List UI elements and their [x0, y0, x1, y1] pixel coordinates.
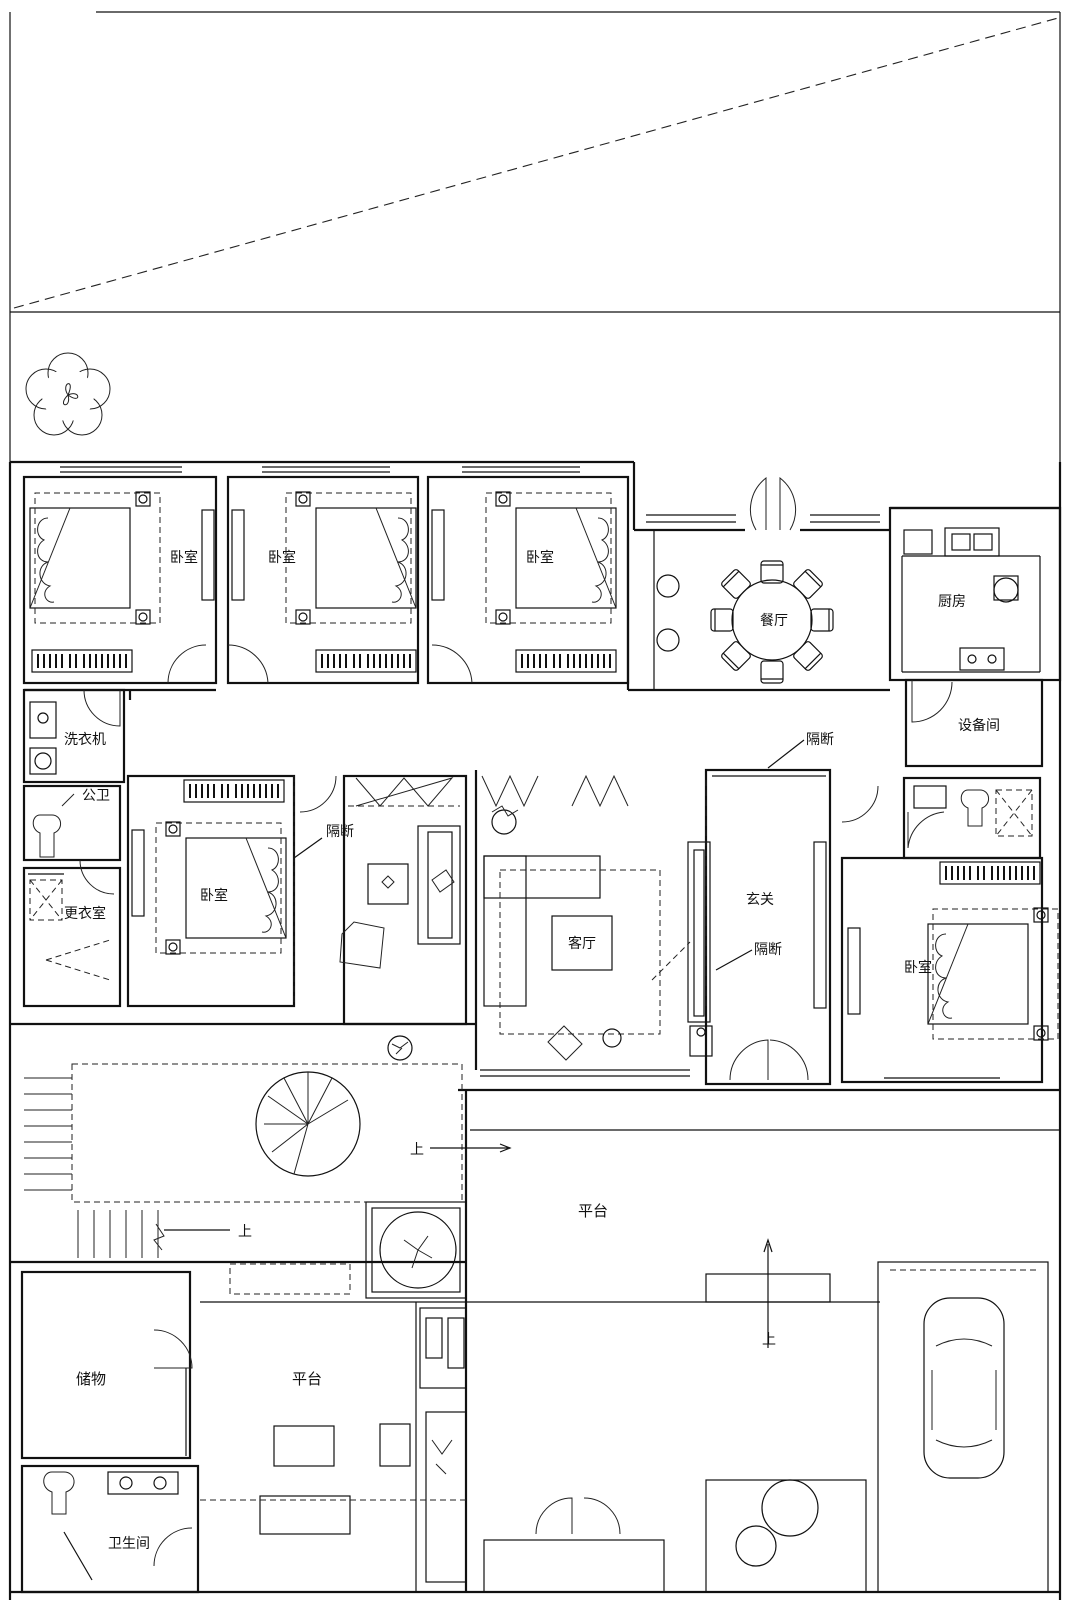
site-boundary	[9, 11, 1061, 462]
terrace-lower-label: 平台	[292, 1371, 322, 1388]
bedroom-4	[126, 774, 296, 1008]
dressing-label: 更衣室	[64, 905, 106, 921]
bedroom-2	[227, 491, 417, 684]
bedroom-3	[431, 491, 617, 684]
terrace-walls	[10, 1022, 1060, 1592]
storage-label: 储物	[76, 1371, 106, 1388]
right-bath	[902, 776, 1042, 860]
bedroom-3-label: 卧室	[526, 549, 554, 565]
washer-label: 洗衣机	[64, 731, 106, 747]
kitchen	[888, 506, 1062, 682]
study-room	[299, 774, 468, 1026]
dining-area	[653, 476, 834, 690]
windows-top	[60, 466, 880, 523]
storage-room	[20, 1270, 193, 1460]
partition-2-label: 隔断	[806, 731, 834, 747]
left-service-walls	[22, 688, 126, 1008]
equipment-label: 设备间	[958, 717, 1000, 733]
living-label: 客厅	[568, 935, 596, 951]
tree-icon	[25, 352, 111, 436]
bedroom-1	[29, 491, 215, 684]
up-2-label: 上	[410, 1141, 424, 1157]
foyer	[689, 768, 832, 1086]
terrace-lower	[200, 1302, 867, 1593]
living-room	[474, 770, 711, 1077]
bedroom-4-label: 卧室	[200, 887, 228, 903]
terrace-main	[229, 1238, 831, 1348]
bedroom-2-label: 卧室	[268, 549, 296, 565]
bedroom-5	[840, 785, 1059, 1084]
bathroom-label: 卫生间	[108, 1535, 150, 1551]
bedroom-row-walls	[22, 475, 890, 700]
up-3-label: 上	[762, 1331, 776, 1347]
dining-label: 餐厅	[760, 612, 788, 628]
kitchen-label: 厨房	[938, 593, 966, 609]
public-wc-label: 公卫	[82, 787, 110, 803]
planter	[365, 1201, 467, 1299]
partition-1-label: 隔断	[326, 823, 354, 839]
bathroom	[20, 1464, 200, 1594]
carport	[877, 1261, 1049, 1593]
terrace-main-label: 平台	[578, 1203, 608, 1220]
bedroom-5-label: 卧室	[904, 959, 932, 975]
plant-icon	[387, 1035, 413, 1061]
foyer-label: 玄关	[746, 891, 774, 907]
bedroom-1-label: 卧室	[170, 549, 198, 565]
stairs	[24, 1063, 463, 1258]
equipment-room	[904, 678, 1044, 768]
up-1-label: 上	[238, 1223, 252, 1239]
partition-3-label: 隔断	[754, 941, 782, 957]
